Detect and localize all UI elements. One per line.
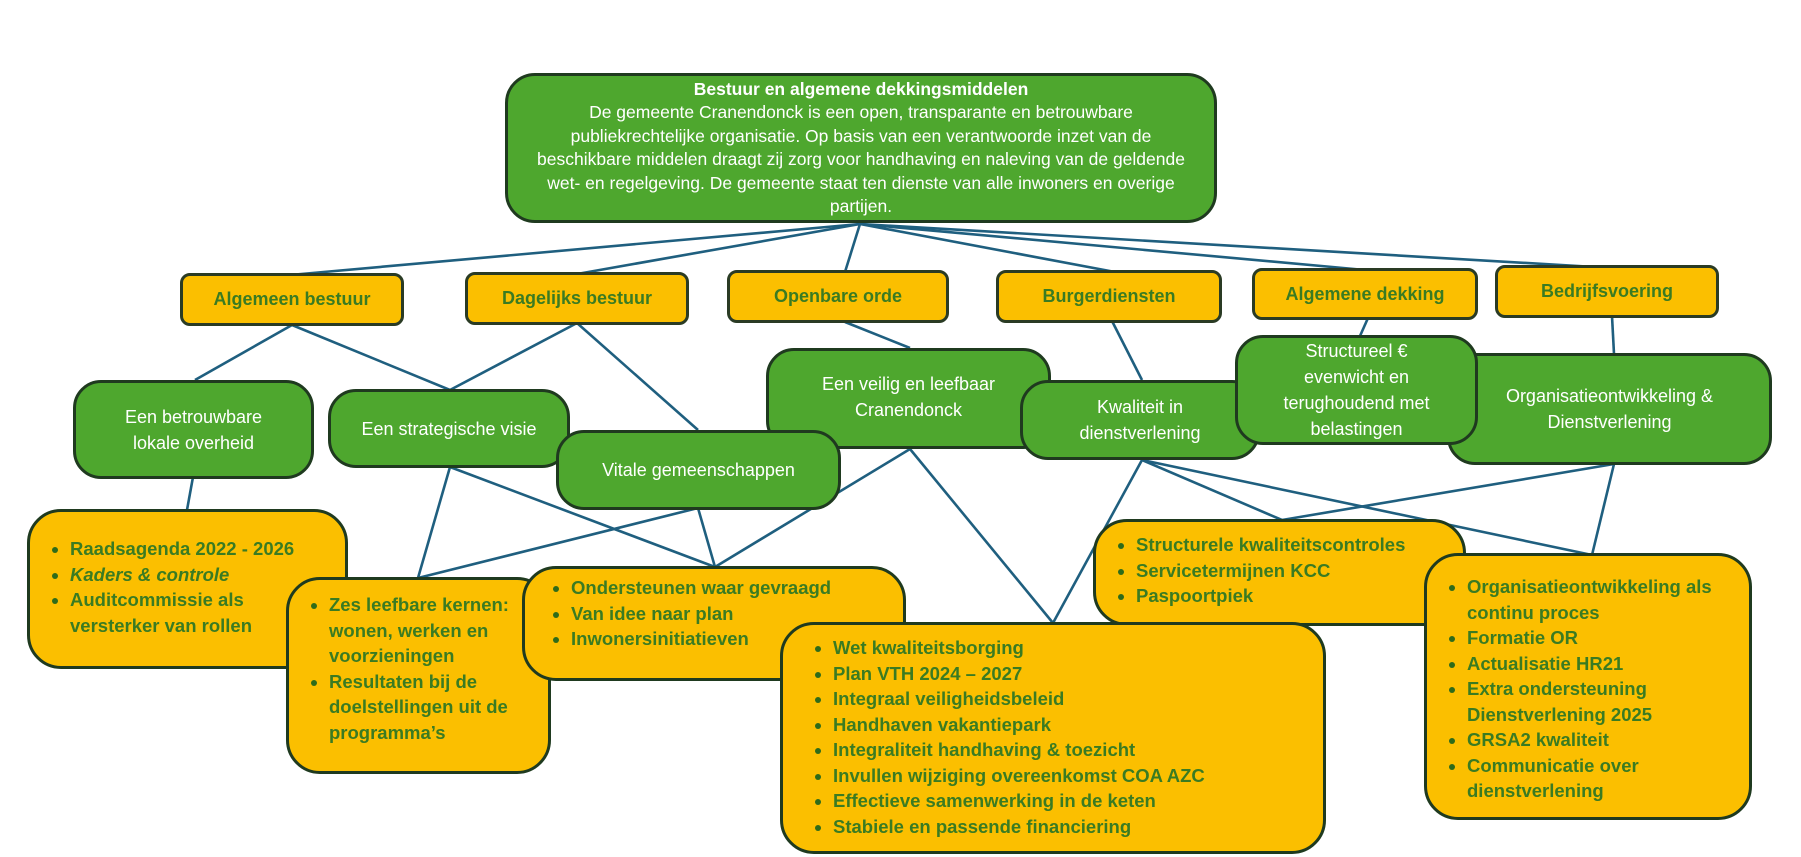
program-openbare-orde: Openbare orde [727, 270, 949, 323]
list-item: Stabiele en passende financiering [833, 814, 1309, 840]
goal-organisatieontwikkeling: Organisatieontwikkeling & Dienstverlenin… [1447, 353, 1772, 465]
list-item: Paspoortpiek [1136, 583, 1449, 609]
list-veiligheid: Wet kwaliteitsborging Plan VTH 2024 – 20… [780, 622, 1326, 854]
list-item: Zes leefbare kernen: wonen, werken en vo… [329, 592, 530, 669]
top-box-title: Bestuur en algemene dekkingsmiddelen [693, 78, 1029, 99]
list-item: Resultaten bij de doelstellingen uit de … [329, 669, 530, 746]
program-dagelijks-bestuur: Dagelijks bestuur [465, 272, 689, 325]
program-algemene-dekking: Algemene dekking [1252, 268, 1478, 320]
goal-vitale-gemeenschappen: Vitale gemeenschappen [556, 430, 841, 510]
connector [1281, 462, 1615, 522]
list-organisatieontwikkeling: Organisatieontwikkeling als continu proc… [1424, 553, 1752, 820]
list-item: Actualisatie HR21 [1467, 651, 1735, 677]
connector [185, 476, 195, 511]
connector [859, 222, 1366, 272]
connector [843, 223, 862, 273]
connector [449, 321, 578, 392]
program-algemeen-bestuur: Algemeen bestuur [180, 273, 404, 326]
list-item: Effectieve samenwerking in de keten [833, 788, 1309, 814]
program-bedrijfsvoering: Bedrijfsvoering [1495, 265, 1719, 318]
connector [1610, 315, 1616, 355]
list-item: Inwonersinitiatieven [571, 626, 889, 652]
connector [1358, 317, 1370, 337]
list-item: Structurele kwaliteitscontroles [1136, 532, 1449, 558]
list-item: GRSA2 kwaliteit [1467, 727, 1735, 753]
connector [1590, 463, 1616, 556]
list-item: Communicatie over dienstverlening [1467, 753, 1735, 804]
goal-structureel-evenwicht: Structureel € evenwicht en terughoudend … [1235, 335, 1478, 445]
list-item: Ondersteunen waar gevraagd [571, 575, 889, 601]
goal-kwaliteit-dienstverlening: Kwaliteit in dienstverlening [1020, 380, 1260, 460]
connector [1141, 458, 1593, 557]
connector [696, 507, 717, 568]
connector [576, 222, 861, 276]
connector [908, 448, 1055, 624]
goal-strategische-visie: Een strategische visie [328, 389, 570, 468]
list-item: Extra ondersteuning Dienstverlening 2025 [1467, 676, 1735, 727]
connector [291, 323, 451, 392]
list-item: Organisatieontwikkeling als continu proc… [1467, 574, 1735, 625]
connector [416, 466, 452, 579]
program-burgerdiensten: Burgerdiensten [996, 270, 1222, 323]
connector [844, 320, 911, 350]
connector [417, 506, 699, 580]
list-item: Invullen wijziging overeenkomst COA AZC [833, 763, 1309, 789]
list-item: Plan VTH 2024 – 2027 [833, 661, 1309, 687]
connector [449, 465, 716, 569]
list-item: Formatie OR [1467, 625, 1735, 651]
list-item: Raadsagenda 2022 - 2026 [70, 536, 331, 562]
list-item: Kaders & controle [70, 562, 331, 588]
connector [289, 222, 861, 277]
list-zes-leefbare-kernen: Zes leefbare kernen: wonen, werken en vo… [286, 577, 551, 774]
goal-betrouwbare-overheid: Een betrouwbare lokale overheid [73, 380, 314, 479]
list-kwaliteitscontroles: Structurele kwaliteitscontroles Servicet… [1093, 519, 1466, 626]
connector [194, 323, 293, 382]
connector [1110, 320, 1144, 381]
list-item: Servicetermijnen KCC [1136, 558, 1449, 584]
connector [859, 222, 1613, 270]
connector [1141, 458, 1283, 522]
connector [859, 222, 1116, 274]
list-item: Auditcommissie als versterker van rollen [70, 587, 331, 638]
list-item: Wet kwaliteitsborging [833, 635, 1309, 661]
list-item: Integraal veiligheidsbeleid [833, 686, 1309, 712]
top-box-text: De gemeente Cranendonck is een open, tra… [537, 102, 1185, 216]
list-item: Integraliteit handhaving & toezicht [833, 737, 1309, 763]
top-box-bestuur: Bestuur en algemene dekkingsmiddelen De … [505, 73, 1217, 223]
connector [576, 322, 699, 431]
list-item: Van idee naar plan [571, 601, 889, 627]
list-item: Handhaven vakantiepark [833, 712, 1309, 738]
